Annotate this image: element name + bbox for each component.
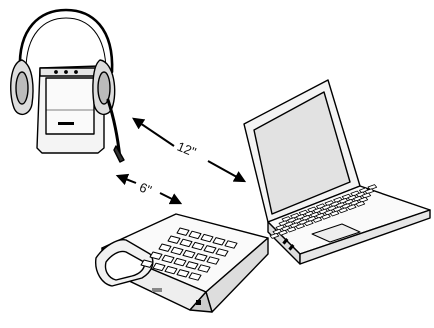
headset-base-icon	[10, 8, 125, 163]
laptop-key	[321, 213, 331, 220]
distance-label-6in: 6"	[137, 179, 154, 197]
arrow-headset-laptop-lower	[207, 160, 247, 183]
laptop-icon	[243, 79, 431, 265]
arrow-headset-laptop-upper	[132, 117, 175, 147]
phone-key	[197, 264, 211, 273]
phone-key	[158, 243, 172, 252]
arrow-headset-phone-right	[159, 192, 183, 205]
desk-phone-icon	[95, 213, 269, 313]
laptop-key	[355, 201, 366, 207]
phone-key	[185, 261, 199, 270]
distance-label-12in: 12"	[175, 139, 199, 160]
phone-key	[188, 230, 202, 240]
phone-key	[215, 248, 229, 257]
laptop-key	[312, 217, 323, 223]
phone-key	[140, 259, 154, 268]
phone-key	[176, 227, 190, 236]
laptop-key	[304, 220, 314, 226]
phone-key	[212, 237, 226, 246]
phone-key	[164, 265, 178, 275]
phone-key	[188, 272, 202, 281]
laptop-key	[329, 210, 340, 217]
phone-key	[191, 241, 205, 251]
phone-key	[203, 245, 217, 254]
phone-key	[167, 235, 181, 244]
phone-key	[170, 246, 184, 256]
distance-headset-to-phone: 6"	[115, 173, 183, 205]
phone-key	[161, 254, 175, 264]
phone-key	[173, 257, 187, 267]
laptop-key	[358, 196, 369, 203]
laptop-key	[278, 229, 288, 236]
arrow-headset-phone-left	[115, 173, 137, 186]
phone-key	[176, 269, 190, 278]
laptop-key	[364, 188, 375, 195]
laptop-key	[361, 192, 372, 199]
distance-headset-to-laptop: 12"	[132, 117, 247, 183]
laptop-key	[295, 223, 305, 230]
laptop-key	[367, 184, 378, 190]
phone-key	[182, 249, 196, 259]
phone-key	[194, 253, 208, 262]
phone-key	[224, 240, 238, 249]
phone-key	[200, 233, 214, 243]
laptop-key	[269, 233, 280, 239]
laptop-key	[347, 204, 357, 210]
phone-key	[206, 256, 220, 265]
phone-key	[179, 238, 193, 248]
phone-key	[149, 251, 163, 260]
laptop-key	[338, 207, 348, 214]
laptop-key	[286, 226, 297, 233]
phone-key	[152, 262, 166, 272]
